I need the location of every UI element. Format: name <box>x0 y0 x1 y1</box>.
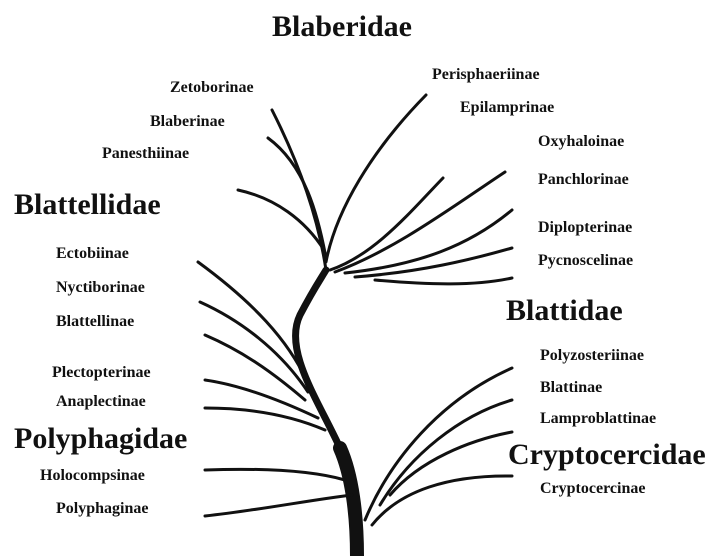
subfamily-label-cryptocercinae: Cryptocercinae <box>540 481 645 497</box>
subfamily-label-plectopterinae: Plectopterinae <box>52 365 151 381</box>
branch-pycnoscelinae <box>375 278 512 284</box>
subfamily-label-oxyhaloinae: Oxyhaloinae <box>538 134 624 150</box>
subfamily-label-pycnoscelinae: Pycnoscelinae <box>538 253 633 269</box>
subfamily-label-anaplectinae: Anaplectinae <box>56 394 146 410</box>
branch-zetoborinae <box>272 110 326 270</box>
family-label-cryptocercidae: Cryptocercidae <box>508 440 706 470</box>
subfamily-label-ectobiinae: Ectobiinae <box>56 246 129 262</box>
subfamily-label-epilamprinae: Epilamprinae <box>460 100 554 116</box>
subfamily-label-holocompsinae: Holocompsinae <box>40 468 145 484</box>
subfamily-label-diplopterinae: Diplopterinae <box>538 220 632 236</box>
subfamily-label-polyzosteriinae: Polyzosteriinae <box>540 348 644 364</box>
subfamily-label-blattellinae: Blattellinae <box>56 314 134 330</box>
subfamily-label-panchlorinae: Panchlorinae <box>538 172 629 188</box>
family-label-blaberidae: Blaberidae <box>272 12 412 42</box>
trunk <box>340 448 357 556</box>
branch-panchlorinae <box>345 210 512 273</box>
family-label-blattellidae: Blattellidae <box>14 190 161 220</box>
branch-perisphaeriinae <box>326 95 426 262</box>
subfamily-label-lamproblattinae: Lamproblattinae <box>540 411 656 427</box>
subfamily-label-polyphaginae: Polyphaginae <box>56 501 148 517</box>
subfamily-label-nyctiborinae: Nyctiborinae <box>56 280 145 296</box>
branch-lamproblattinae <box>390 432 512 495</box>
branch-polyzosteriinae <box>365 368 512 520</box>
subfamily-label-blaberinae: Blaberinae <box>150 114 225 130</box>
subfamily-label-perisphaeriinae: Perisphaeriinae <box>432 67 540 83</box>
family-label-blattidae: Blattidae <box>506 296 623 326</box>
subfamily-label-panesthiinae: Panesthiinae <box>102 146 189 162</box>
branch-nyctiborinae <box>200 302 308 392</box>
subfamily-label-blattinae: Blattinae <box>540 380 602 396</box>
family-label-polyphagidae: Polyphagidae <box>14 424 187 454</box>
branch-polyphaginae <box>205 495 352 516</box>
subfamily-label-zetoborinae: Zetoborinae <box>170 80 254 96</box>
branch-holocompsinae <box>205 469 345 480</box>
